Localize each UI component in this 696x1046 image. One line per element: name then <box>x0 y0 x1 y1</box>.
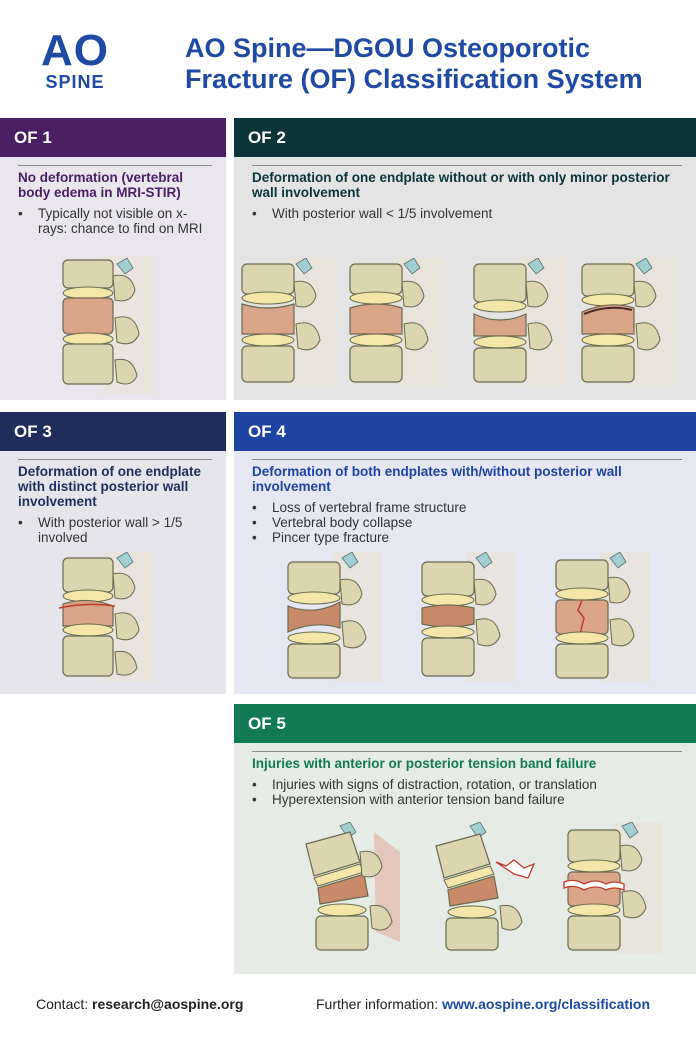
of5-divider <box>252 751 682 752</box>
of4-bullet-1: Loss of vertebral frame structure <box>252 500 682 515</box>
of4-subtitle: Deformation of both endplates with/witho… <box>252 464 622 494</box>
title-line-1: AO Spine—DGOU Osteoporotic <box>185 33 591 63</box>
aospine-logo: AO SPINE <box>30 26 120 93</box>
of1-header: OF 1 <box>0 118 226 157</box>
of5-subtitle: Injuries with anterior or posterior tens… <box>252 756 597 771</box>
of2-bullet: With posterior wall < 1/5 involvement <box>252 206 682 221</box>
of1-divider <box>18 165 212 166</box>
of5-bullet-1: Injuries with signs of distraction, rota… <box>252 777 682 792</box>
of5-header: OF 5 <box>234 704 696 743</box>
panel-of5: OF 5 Injuries with anterior or posterior… <box>234 704 696 974</box>
of1-subtitle: No deformation (vertebral body edema in … <box>18 170 184 200</box>
footer-info: Further information: www.aospine.org/cla… <box>316 996 650 1012</box>
of4-bullet-3: Pincer type fracture <box>252 530 682 545</box>
of3-divider <box>18 459 212 460</box>
of3-header: OF 3 <box>0 412 226 451</box>
panel-of1: OF 1 No deformation (vertebral body edem… <box>0 118 226 400</box>
of5-spine-illustration <box>305 822 662 954</box>
of1-bullet: Typically not visible on x-rays: chance … <box>18 206 212 236</box>
of4-header: OF 4 <box>234 412 696 451</box>
of1-spine-illustration <box>62 256 153 394</box>
page-title: AO Spine—DGOU Osteoporotic Fracture (OF)… <box>185 33 685 95</box>
panel-of2: OF 2 Deformation of one endplate without… <box>234 118 696 400</box>
info-label: Further information: <box>316 996 439 1012</box>
of4-bullets: Loss of vertebral frame structure Verteb… <box>234 500 696 545</box>
of4-bullet-2: Vertebral body collapse <box>252 515 682 530</box>
of4-spine-illustration <box>287 552 650 682</box>
of1-bullets: Typically not visible on x-rays: chance … <box>0 206 226 236</box>
of4-divider <box>252 459 682 460</box>
panel-of4: OF 4 Deformation of both endplates with/… <box>234 412 696 694</box>
info-url-link[interactable]: www.aospine.org/classification <box>442 996 651 1012</box>
footer-contact: Contact: research@aospine.org <box>36 996 243 1012</box>
of2-bullets: With posterior wall < 1/5 involvement <box>234 206 696 221</box>
contact-label: Contact: <box>36 996 89 1012</box>
logo-spine: SPINE <box>45 72 105 92</box>
of3-bullet: With posterior wall > 1/5 involved <box>18 515 212 545</box>
of5-bullet-2: Hyperextension with anterior tension ban… <box>252 792 682 807</box>
of2-divider <box>252 165 682 166</box>
panel-of3: OF 3 Deformation of one endplate with di… <box>0 412 226 694</box>
title-line-2: Fracture (OF) Classification System <box>185 64 643 94</box>
of3-spine-illustration <box>58 552 153 682</box>
of2-spine-illustration <box>241 258 676 386</box>
of3-subtitle: Deformation of one endplate with distinc… <box>18 464 202 509</box>
of2-subtitle: Deformation of one endplate without or w… <box>252 170 670 200</box>
contact-email-link[interactable]: research@aospine.org <box>92 996 244 1012</box>
of5-bullets: Injuries with signs of distraction, rota… <box>234 777 696 807</box>
of2-header: OF 2 <box>234 118 696 157</box>
logo-ao: AO <box>41 26 109 75</box>
of3-bullets: With posterior wall > 1/5 involved <box>0 515 226 545</box>
